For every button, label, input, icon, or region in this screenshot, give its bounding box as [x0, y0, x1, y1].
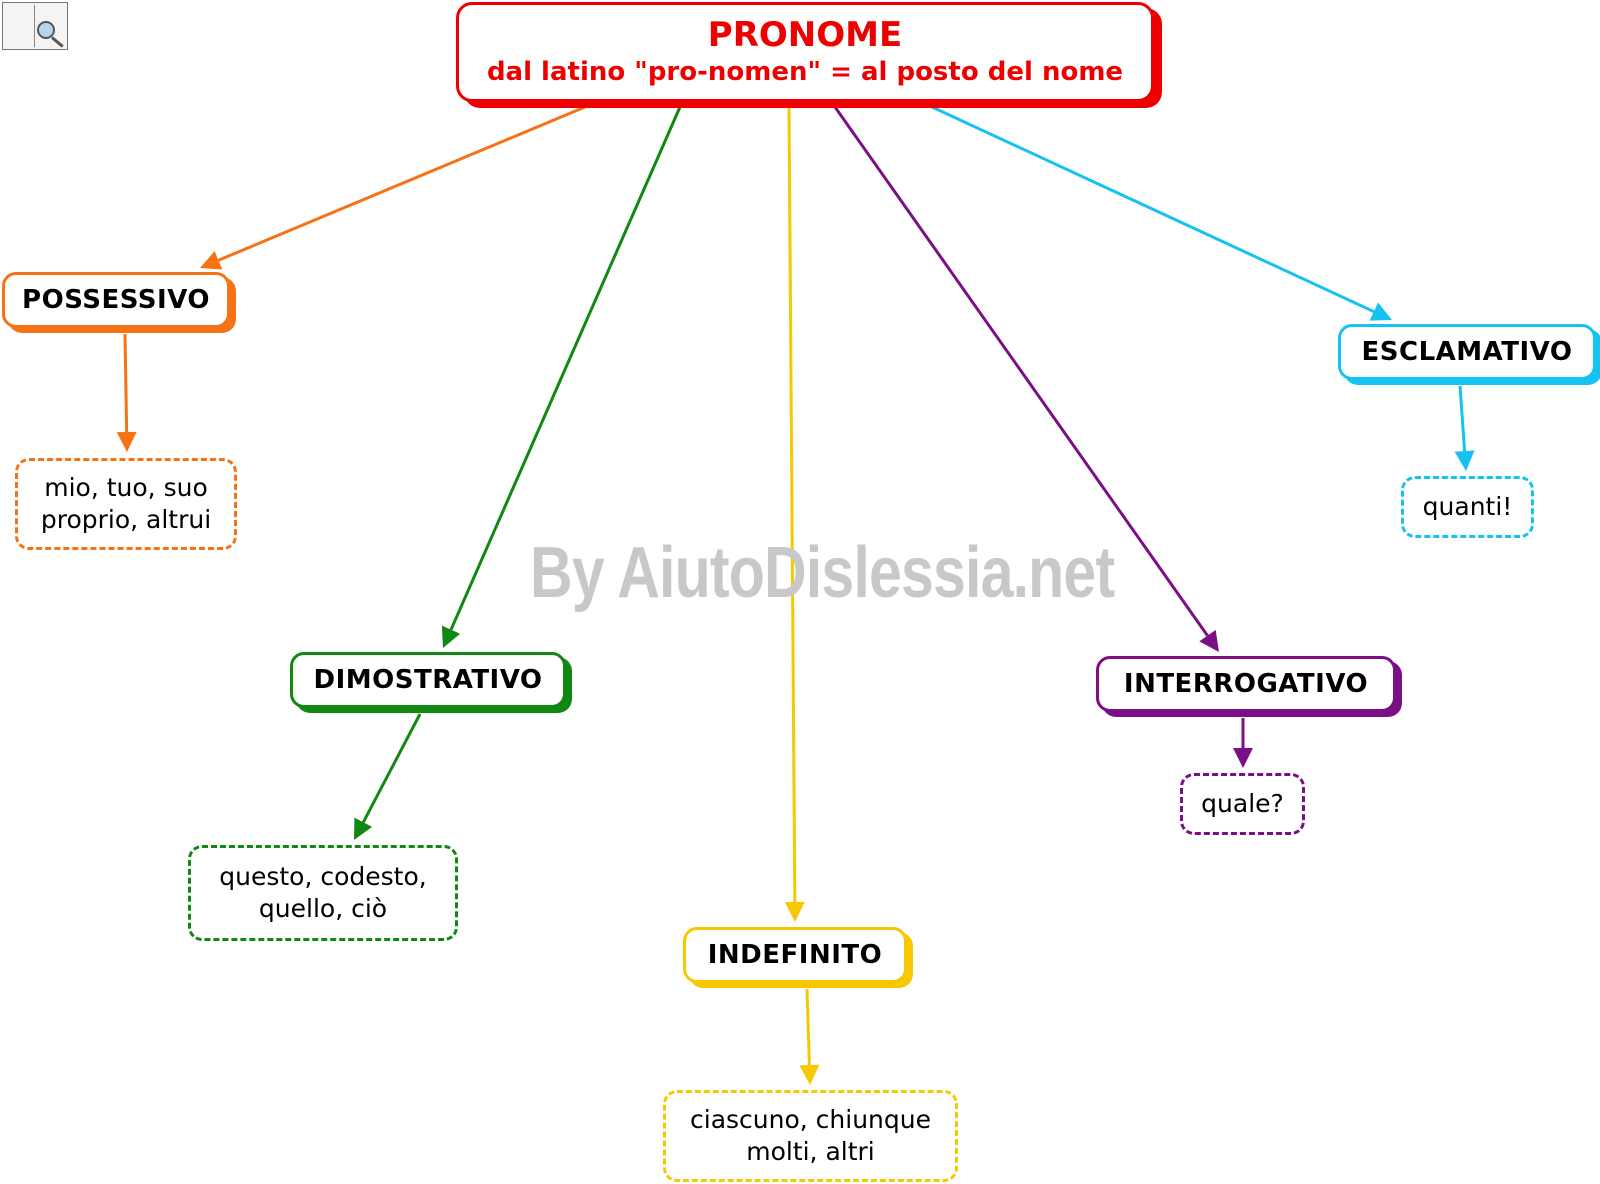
category-dimostrativo: DIMOSTRATIVO [290, 652, 566, 708]
connector-line-possessivo [123, 333, 129, 433]
examples-interrogativo: quale? [1180, 773, 1305, 835]
category-interrogativo: INTERROGATIVO [1096, 656, 1396, 712]
arrowhead-icon [1454, 450, 1475, 471]
connector-line-esclamativo [931, 105, 1375, 313]
root-title: PRONOME [707, 15, 903, 55]
root-subtitle: dal latino "pro-nomen" = al posto del no… [486, 57, 1124, 87]
arrowhead-icon [784, 901, 805, 922]
connector-line-interrogativo [833, 106, 1209, 637]
examples-dimostrativo: questo, codesto, quello, ciò [188, 845, 458, 941]
connector-line-dimostrativo [449, 106, 682, 631]
category-esclamativo: ESCLAMATIVO [1338, 324, 1596, 380]
category-possessivo: POSSESSIVO [2, 272, 230, 328]
connector-line-indefinito [787, 106, 797, 903]
arrowhead-icon [1369, 302, 1392, 321]
arrowhead-icon [799, 1064, 820, 1085]
arrowhead-icon [1233, 748, 1253, 768]
examples-esclamativo: quanti! [1401, 476, 1534, 538]
category-indefinito: INDEFINITO [683, 927, 907, 983]
book-magnifier-icon [2, 2, 68, 50]
arrowhead-icon [116, 431, 137, 452]
examples-possessivo: mio, tuo, suo proprio, altrui [15, 458, 237, 550]
connector-line-dimostrativo [361, 713, 422, 823]
connector-line-indefinito [805, 988, 811, 1066]
arrowhead-icon [200, 251, 223, 270]
arrowhead-icon [1199, 629, 1219, 652]
arrowhead-icon [354, 817, 373, 840]
connector-line-esclamativo [1458, 385, 1467, 452]
root-concept-pronome: PRONOME dal latino "pro-nomen" = al post… [456, 2, 1154, 102]
arrowhead-icon [441, 625, 461, 648]
watermark: By AiutoDislessia.net [530, 533, 1115, 613]
connector-line-possessivo [217, 105, 586, 262]
examples-indefinito: ciascuno, chiunque molti, altri [663, 1090, 958, 1182]
